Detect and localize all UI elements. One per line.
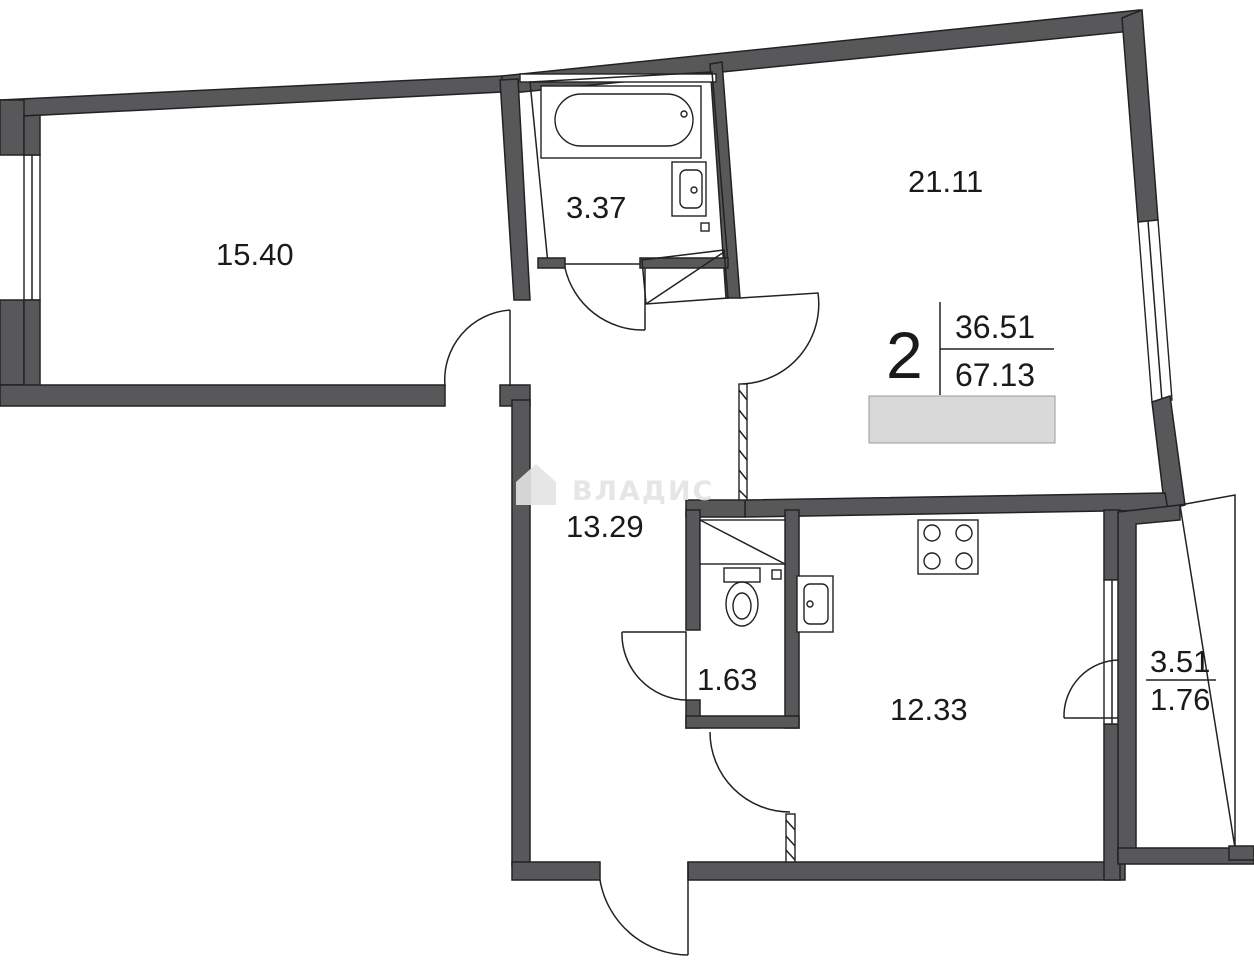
living-door-icon xyxy=(739,292,820,385)
wall-wc-left xyxy=(685,509,701,631)
living-area: 36.51 xyxy=(955,309,1035,345)
wall-bedroom-bottom xyxy=(0,384,446,407)
balcony-reduced-area: 1.76 xyxy=(1150,682,1210,717)
hallway-area: 13.29 xyxy=(566,509,644,544)
watermark-logo: ВЛАДИС xyxy=(516,464,714,507)
wall-bath-bottom-l xyxy=(537,257,566,269)
bedroom-door-icon xyxy=(443,309,511,387)
bathroom-area: 3.37 xyxy=(566,190,626,225)
summary-bar xyxy=(868,395,1056,444)
entrance-door-icon xyxy=(599,862,689,956)
room-count: 2 xyxy=(886,318,923,392)
summary-box: 2 36.51 67.13 xyxy=(868,302,1056,444)
wall-wc-bottom xyxy=(685,715,800,729)
watermark-text: ВЛАДИС xyxy=(572,476,714,507)
wall-hall-left xyxy=(511,399,531,867)
kitchen-sink-icon xyxy=(796,575,834,633)
wall-bath-bottom-r xyxy=(639,257,729,269)
wall-right-upper xyxy=(1121,8,1159,223)
balcony-door-icon xyxy=(1063,659,1121,719)
wc-door-icon xyxy=(621,631,687,701)
bath-inner-frame xyxy=(519,73,717,83)
glass-partition-kitchen xyxy=(785,813,796,863)
bath-sink-icon xyxy=(671,161,710,232)
balcony-frame xyxy=(1117,494,1254,865)
wc-box-icon xyxy=(699,519,786,580)
wall-bath-left xyxy=(499,78,531,301)
total-area: 67.13 xyxy=(955,357,1035,393)
wall-left-inner xyxy=(23,114,41,156)
wall-left-inner-2 xyxy=(23,299,41,388)
wall-bottom-right xyxy=(687,861,1126,881)
stove-icon xyxy=(917,519,979,575)
toilet-icon xyxy=(723,567,761,627)
toilet-area: 1.63 xyxy=(697,662,757,697)
balcony-total-area: 3.51 xyxy=(1150,644,1210,679)
kitchen-door-icon xyxy=(709,731,791,813)
kitchen-area: 12.33 xyxy=(890,692,968,727)
wall-left-upper xyxy=(0,99,25,156)
bathtub-icon xyxy=(540,85,702,159)
wall-right-lower xyxy=(1151,395,1186,511)
living-room-area: 21.11 xyxy=(908,164,983,199)
wall-top-left xyxy=(0,75,503,121)
bath-door-icon xyxy=(564,267,646,331)
glass-partition-living xyxy=(738,383,748,501)
wall-left-lower xyxy=(0,299,25,386)
bedroom-area: 15.40 xyxy=(216,237,294,272)
wall-bottom-left xyxy=(511,861,601,881)
